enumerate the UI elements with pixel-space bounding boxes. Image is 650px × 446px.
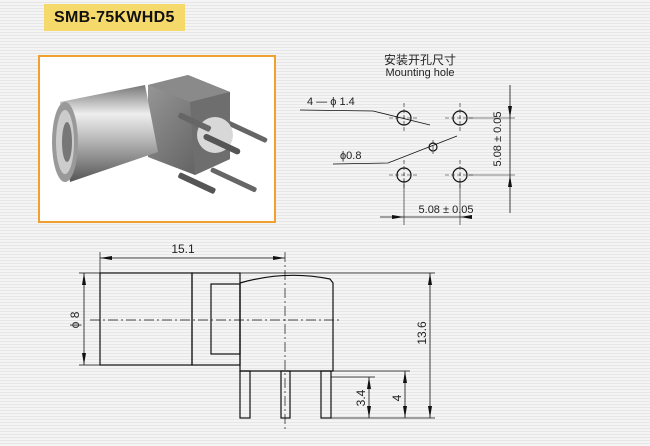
product-title-box: SMB-75KWHD5 bbox=[44, 4, 185, 31]
side-view bbox=[79, 252, 435, 432]
pin-center bbox=[280, 370, 291, 419]
dim-pin-length: 3.4 bbox=[354, 389, 368, 406]
dim-vertical-pitch: 5.08 ± 0.05 bbox=[492, 112, 504, 167]
pin-left bbox=[239, 370, 251, 419]
mounting-hole-pattern bbox=[299, 85, 515, 225]
dim-diameter: ϕ 8 bbox=[68, 311, 82, 328]
label-center-hole: ϕ0.8 bbox=[340, 150, 361, 162]
product-title: SMB-75KWHD5 bbox=[54, 9, 175, 26]
dim-horizontal-pitch: 5.08 ± 0.05 bbox=[419, 204, 474, 216]
pin-right bbox=[320, 370, 332, 419]
dim-length: 15.1 bbox=[171, 242, 195, 256]
connector-render bbox=[52, 75, 268, 194]
dim-height: 13.6 bbox=[415, 321, 429, 345]
label-4-holes: 4 — ϕ 1.4 bbox=[307, 96, 355, 108]
product-photo bbox=[38, 55, 276, 223]
dim-pin-total: 4 bbox=[390, 394, 404, 401]
mounting-hole-title-cn: 安装开孔尺寸 bbox=[384, 52, 456, 67]
mounting-hole-title-en: Mounting hole bbox=[385, 67, 454, 79]
